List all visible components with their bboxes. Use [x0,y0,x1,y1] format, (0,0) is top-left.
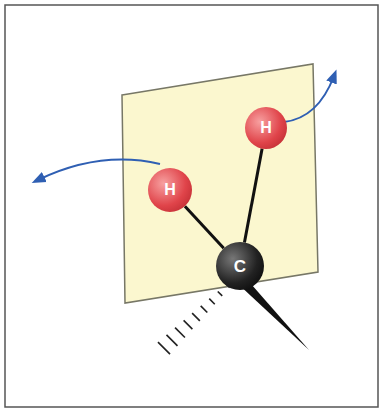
atom-symbol: H [260,120,272,136]
hydrogen-atom: H [148,168,192,212]
atom-symbol: C [234,258,246,275]
atom-symbol: H [164,182,176,198]
bond-line [244,149,262,243]
hashed-bond [158,284,230,354]
mirror-plane [122,64,318,303]
motion-arrow [38,160,160,180]
hydrogen-atom: H [245,107,287,149]
frame [5,5,378,407]
bond-line [185,206,224,248]
motion-arrow [284,76,334,122]
carbon-atom: C [216,242,264,290]
